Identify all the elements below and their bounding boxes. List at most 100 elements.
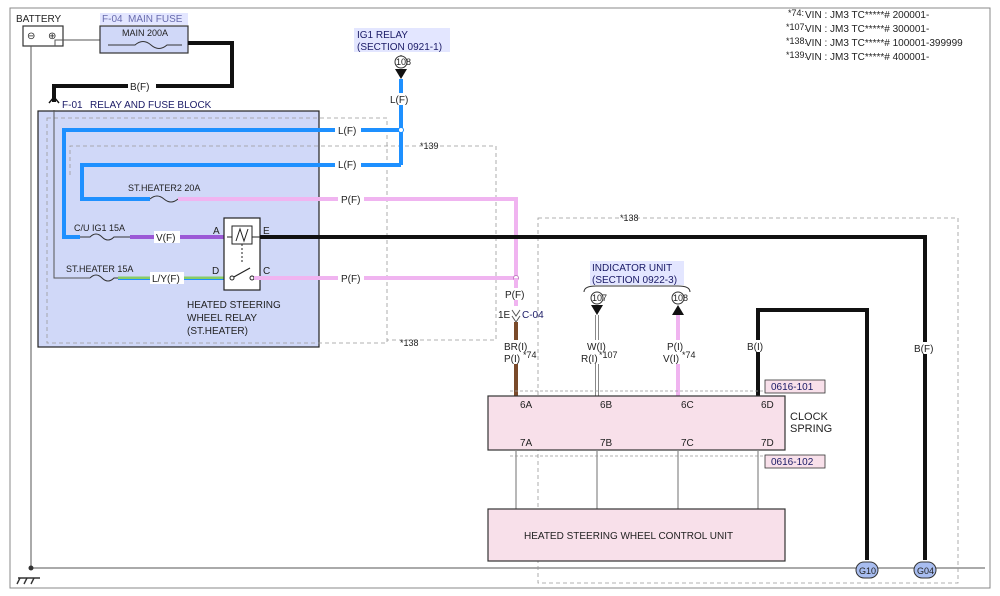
indicator-unit-title: INDICATOR UNIT	[592, 263, 672, 274]
clock-spring-pin-6a: 6A	[520, 400, 533, 411]
wire-label-lf-2: L(F)	[338, 160, 356, 171]
main-fuse-title-highlight	[100, 13, 188, 25]
fuse-st-heater-label: ST.HEATER 15A	[66, 264, 133, 274]
clock-spring-pin-7c: 7C	[681, 438, 694, 449]
wire-st-heater-feed	[53, 110, 90, 279]
indicator-unit-section: (SECTION 0922-3)	[592, 275, 677, 286]
wire-lf-2	[80, 163, 401, 201]
wire-label-bf-right: B(F)	[914, 344, 933, 355]
battery-label: BATTERY	[16, 14, 62, 25]
ig1-relay-title: IG1 RELAY	[357, 30, 408, 41]
ground-g10: G10	[855, 561, 879, 579]
main-fuse-title: MAIN FUSE	[128, 14, 183, 25]
main-fuse-element-icon	[108, 41, 182, 49]
wire-label-pi: P(I)	[504, 354, 520, 365]
ground-g10-label: G10	[859, 566, 876, 576]
ig1-connector-number: 108	[396, 57, 411, 67]
relay-pin-e: E	[263, 226, 270, 237]
indicator-arrow-up-icon	[672, 305, 684, 315]
wire-label-wi: W(I)	[587, 342, 606, 353]
battery: BATTERY ⊖ ⊕	[16, 14, 64, 47]
legend-sup-74: *74:	[788, 8, 804, 18]
indicator-connector-107-number: 107	[592, 293, 607, 303]
wire-label-lf-relay: L(F)	[390, 95, 408, 106]
ig1-connector-circle	[394, 55, 408, 69]
ground-g04-label: G04	[917, 566, 934, 576]
relay-name-line2: WHEEL RELAY	[187, 313, 257, 324]
ground-junction	[28, 565, 34, 571]
connector-c04-pin: 1E	[498, 310, 511, 321]
control-unit-label: HEATED STEERING WHEEL CONTROL UNIT	[524, 531, 733, 542]
battery-body	[22, 25, 64, 47]
wire-label-br: BR(I)	[504, 342, 527, 353]
dashed-note-138-bottom: *138	[400, 338, 419, 348]
wire-label-vi-sup: *74	[682, 350, 696, 360]
wire-lf-1	[62, 128, 401, 239]
indicator-unit: INDICATOR UNIT (SECTION 0922-3) 107 108	[583, 261, 691, 315]
dashed-note-139: *139	[420, 141, 439, 151]
relay-block-box	[37, 110, 320, 348]
wire-label-ri: R(I)	[581, 354, 598, 365]
clock-spring-label-line2: SPRING	[790, 423, 832, 435]
legend-entry-138: VIN : JM3 TC*****# 100001-399999	[805, 38, 963, 49]
ig1-relay: IG1 RELAY (SECTION 0921-1) 108	[354, 28, 450, 79]
clock-spring-connector-bottom-label: 0616-102	[771, 457, 814, 468]
relay-switch-icon	[231, 267, 251, 279]
wire-bf-main	[52, 41, 234, 102]
dashed-note-138-top: *138	[620, 213, 639, 223]
indicator-connector-108	[671, 291, 685, 305]
legend-sup-138: *138:	[786, 36, 807, 46]
wire-bf-right	[260, 235, 927, 560]
wire-label-vf: V(F)	[156, 233, 175, 244]
legend: *74: VIN : JM3 TC*****# 200001- *107: VI…	[786, 8, 963, 63]
battery-to-main-fuse	[54, 39, 100, 46]
connector-c04-ref: C-04	[522, 310, 544, 321]
wire-label-lyf: L/Y(F)	[152, 274, 180, 285]
fuse-st-heater2-icon	[149, 195, 179, 203]
legend-entry-139: VIN : JM3 TC*****# 400001-	[805, 52, 929, 63]
indicator-connector-107	[590, 291, 604, 305]
ig1-relay-section: (SECTION 0921-1)	[357, 42, 442, 53]
fuse-cu-ig1-icon	[80, 233, 130, 241]
clock-spring-pin-6b: 6B	[600, 400, 613, 411]
clock-spring-pin-7a: 7A	[520, 438, 533, 449]
dashed-zone-139	[69, 145, 497, 341]
relay-block-ref: F-01	[62, 100, 83, 111]
legend-entry-74: VIN : JM3 TC*****# 200001-	[805, 10, 929, 21]
relay-pin-a: A	[213, 226, 220, 237]
relay-pin-d: D	[212, 266, 219, 277]
clock-spring-pin-7d: 7D	[761, 438, 774, 449]
connector-arrow-icon	[48, 95, 60, 104]
control-unit-wires	[515, 450, 759, 509]
legend-entry-107: VIN : JM3 TC*****# 300001-	[805, 24, 929, 35]
wire-bi	[756, 308, 869, 560]
wire-label-bi: B(I)	[747, 342, 763, 353]
dashed-zone-1	[46, 117, 388, 344]
relay-name-line1: HEATED STEERING	[187, 300, 281, 311]
wire-label-bf-top-text: B(F)	[130, 82, 149, 93]
clock-spring-connector-top	[764, 379, 826, 394]
indicator-bracket	[583, 285, 691, 293]
indicator-arrow-down-icon	[591, 305, 603, 315]
wire-label-pi-sup: *74	[523, 350, 537, 360]
fuse-st-heater-icon	[89, 274, 118, 282]
relay-pin-c: C	[263, 266, 270, 277]
diagram-frame	[9, 7, 991, 589]
clock-spring-connector-top-label: 0616-101	[771, 382, 814, 393]
ground-g04: G04	[913, 561, 937, 579]
wire-label-lf-1: L(F)	[338, 126, 356, 137]
wire-pf-1	[178, 197, 518, 278]
clock-spring-pin-6c: 6C	[681, 400, 694, 411]
clock-spring-label-line1: CLOCK	[790, 411, 829, 423]
main-fuse-box	[99, 25, 189, 54]
wire-label-ri-sup: *107	[599, 350, 618, 360]
wire-label-pf-1: P(F)	[341, 195, 360, 206]
fuse-cu-ig1-label: C/U IG1 15A	[74, 223, 125, 233]
relay-block-title: RELAY AND FUSE BLOCK	[90, 100, 212, 111]
wire-label-pf-vertical: P(F)	[505, 290, 524, 301]
wire-label-vi: V(I)	[663, 354, 679, 365]
legend-sup-107: *107:	[786, 22, 807, 32]
clock-spring-pin-6d: 6D	[761, 400, 774, 411]
legend-sup-139: *139:	[786, 50, 807, 60]
